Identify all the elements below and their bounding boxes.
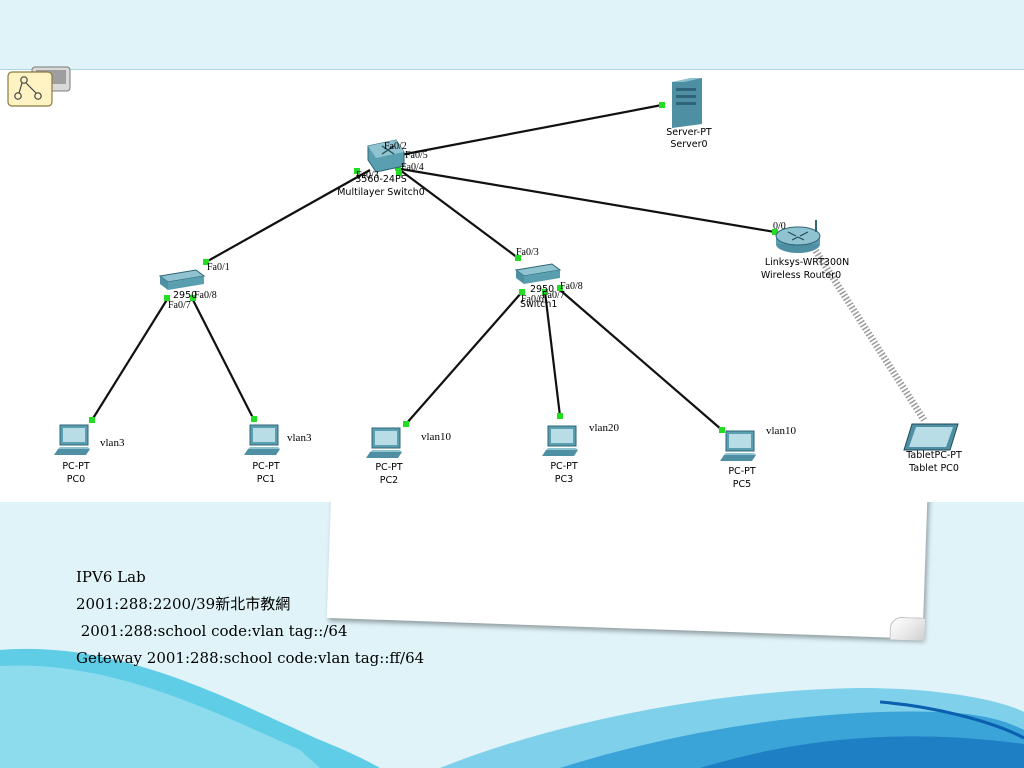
pc2-type-label: PC-PT: [375, 462, 403, 473]
mlswitch-name-label: Multilayer Switch0: [337, 187, 425, 198]
vlan-label: vlan20: [589, 422, 619, 434]
pc0-name-label: PC0: [67, 474, 85, 485]
lab-notes: IPV6 Lab 2001:288:2200/39新北市教網 2001:288:…: [76, 566, 556, 674]
port-light: [557, 285, 563, 291]
port-light: [395, 165, 401, 171]
vlan-label: vlan10: [766, 425, 796, 437]
port-label: Fa0/1: [207, 262, 230, 273]
port-label: Fa0/4: [401, 162, 424, 173]
logical-workspace-icon[interactable]: [6, 66, 72, 108]
switch1-name-label: Switch1: [520, 299, 557, 310]
pc2-name-label: PC2: [380, 475, 398, 486]
port-light: [719, 427, 725, 433]
wireless-router-icon[interactable]: [775, 220, 821, 253]
port-label: Fa0/7: [168, 300, 191, 311]
port-light: [519, 289, 525, 295]
port-light: [396, 170, 402, 176]
port-light: [203, 259, 209, 265]
note-title: IPV6 Lab: [76, 568, 146, 586]
server-name-label: Server0: [670, 139, 707, 150]
switch0-model-label: 2950: [173, 290, 197, 301]
pc1-name-label: PC1: [257, 474, 275, 485]
note-subnet: 2001:288:school code:vlan tag::/64: [76, 622, 348, 640]
port-light: [542, 289, 548, 295]
link-mlswitch-server: [394, 103, 663, 158]
port-light: [515, 255, 521, 261]
port-label: Fa0/7: [542, 290, 565, 301]
mlswitch-model-label: 3560-24PS: [355, 174, 406, 185]
port-label: Fa0/5: [405, 150, 428, 161]
multilayer-switch-icon[interactable]: [367, 139, 405, 173]
tablet-name-label: Tablet PC0: [908, 463, 959, 474]
links: [91, 103, 776, 431]
port-light: [251, 416, 257, 422]
port-lights: [89, 102, 778, 433]
switch0-icon[interactable]: [158, 269, 206, 290]
note-prefix: 2001:288:2200/39新北市教網: [76, 595, 291, 613]
port-label: Fa0/3: [516, 247, 539, 258]
pc0-type-label: PC-PT: [62, 461, 90, 472]
tablet-pc-icon[interactable]: [903, 423, 959, 451]
router-name-label: Wireless Router0: [761, 270, 841, 281]
pc3-type-label: PC-PT: [550, 461, 578, 472]
link-switch1-pc2: [405, 291, 523, 425]
slide-top-band: [0, 0, 1024, 70]
link-switch0-pc0: [91, 297, 169, 421]
port-light: [89, 417, 95, 423]
port-light: [354, 168, 360, 174]
pc5-type-label: PC-PT: [728, 466, 756, 477]
port-light: [403, 421, 409, 427]
server-type-label: Server-PT: [666, 127, 712, 138]
pc3-icon[interactable]: [542, 425, 578, 456]
port-label: Fa0/2: [384, 141, 407, 152]
pc5-icon[interactable]: [720, 430, 756, 461]
port-light: [164, 295, 170, 301]
port-light: [659, 102, 665, 108]
pc3-name-label: PC3: [555, 474, 573, 485]
link-switch1-pc3: [543, 291, 562, 417]
port-light: [190, 295, 196, 301]
port-label: Fa0/8: [194, 290, 217, 301]
pc1-icon[interactable]: [244, 424, 280, 455]
link-mlswitch-switch1: [399, 169, 519, 259]
port-light: [772, 229, 778, 235]
port-light: [557, 413, 563, 419]
link-switch1-pc5: [559, 289, 723, 431]
tablet-type-label: TabletPC-PT: [905, 450, 962, 461]
vlan-label: vlan3: [100, 437, 125, 449]
port-label: 0/0: [773, 221, 786, 232]
pc0-icon[interactable]: [54, 424, 90, 455]
port-label: Fa0/8: [560, 281, 583, 292]
port-label: Fa0/6: [521, 294, 544, 305]
link-switch0-pc1: [191, 297, 255, 421]
router-model-label: Linksys-WRT300N: [765, 257, 849, 268]
pc1-type-label: PC-PT: [252, 461, 280, 472]
note-gateway: Geteway 2001:288:school code:vlan tag::f…: [76, 649, 425, 667]
server-icon[interactable]: [672, 78, 702, 128]
link-mlswitch-router: [394, 166, 776, 234]
pc2-icon[interactable]: [366, 427, 402, 458]
switch1-model-label: 2950: [530, 284, 554, 295]
link-mlswitch-switch0: [205, 169, 371, 263]
vlan-label: vlan10: [421, 431, 451, 443]
pc5-name-label: PC5: [733, 479, 751, 490]
vlan-label: vlan3: [287, 432, 312, 444]
port-label: Fa0/3: [356, 170, 379, 181]
switch1-icon[interactable]: [514, 263, 562, 284]
